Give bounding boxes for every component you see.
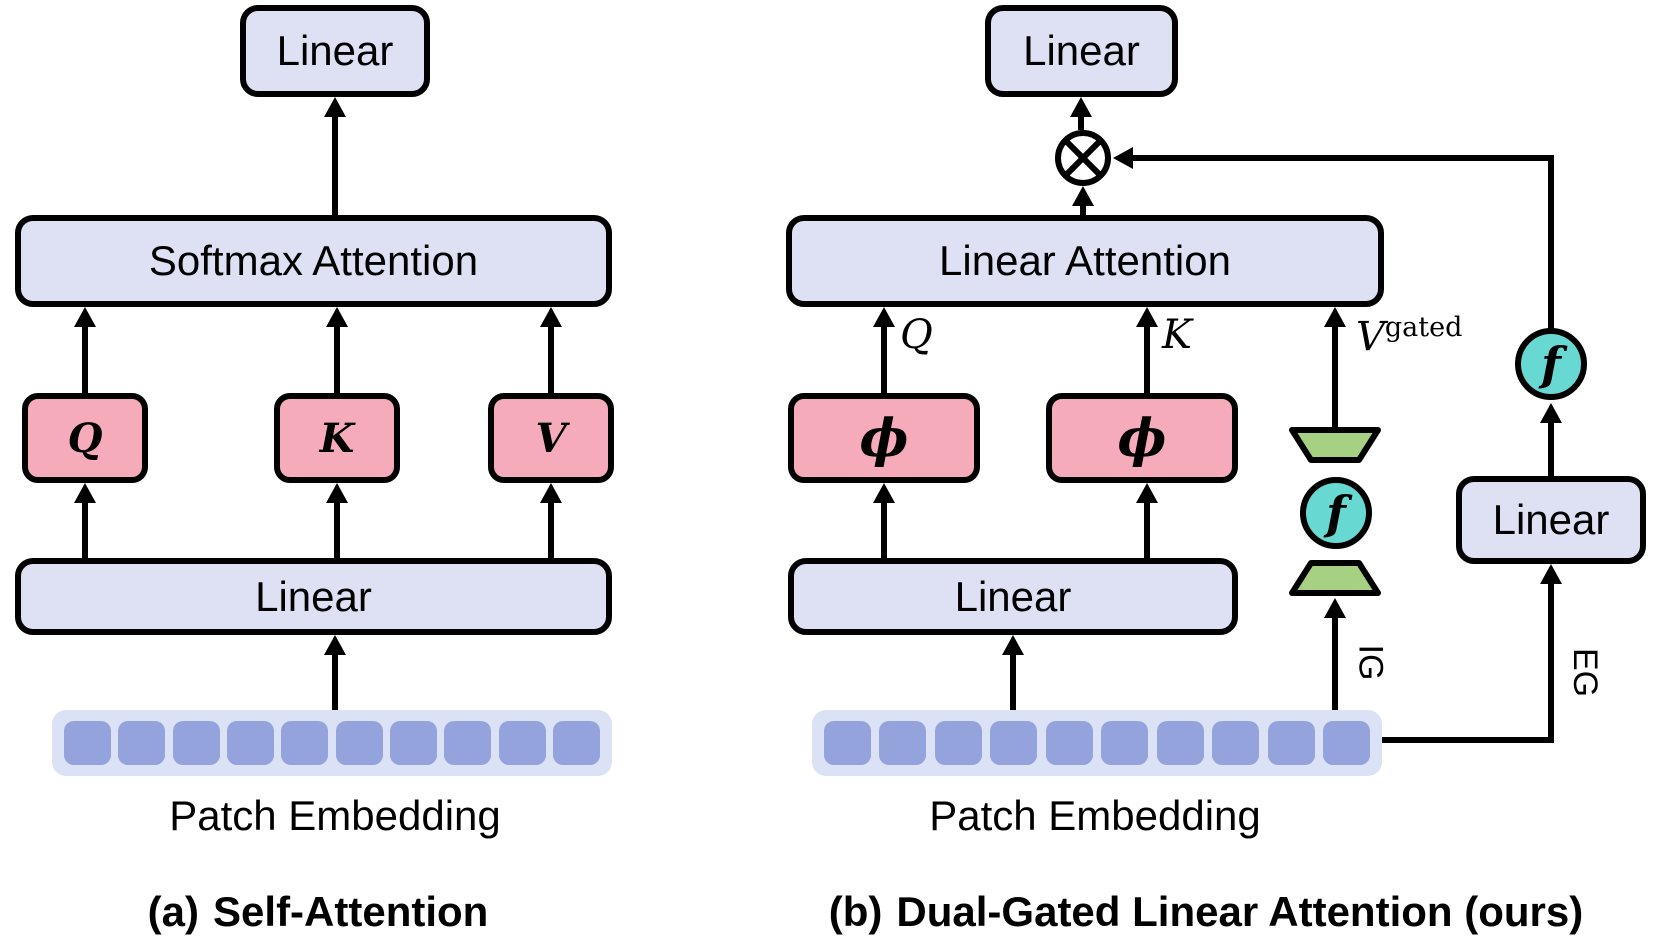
arrow-b-vgated-to-attention <box>1324 307 1346 427</box>
panel-a-patch-embedding-label: Patch Embedding <box>169 792 501 839</box>
arrow-b-multiply-to-linear <box>1070 97 1092 130</box>
panel-b-linear-attention-box: Linear Attention <box>786 215 1384 307</box>
panel-b-patch-embedding-bar <box>812 710 1382 776</box>
panel-b-bottom-linear-box: Linear <box>788 558 1238 635</box>
line-b-gate-elbow-vertical <box>1548 155 1554 330</box>
panel-a-q-label: Q <box>67 414 103 462</box>
panel-b-k-arrow-label: K <box>1162 312 1192 358</box>
arrow-a-linear-to-k <box>326 483 348 558</box>
panel-b-ig-label: IG <box>1351 644 1390 681</box>
patch-square <box>934 721 982 765</box>
multiply-icon <box>1055 130 1111 186</box>
arrow-b-phi1-to-attention <box>873 307 895 395</box>
panel-b-top-linear-box: Linear <box>985 5 1178 97</box>
patch-square <box>1101 721 1149 765</box>
patch-square <box>1322 721 1370 765</box>
patch-square <box>172 721 220 765</box>
patch-square <box>1156 721 1204 765</box>
panel-b-vgated-base: V <box>1356 314 1385 361</box>
panel-b-q-arrow-label: Q <box>900 312 933 358</box>
patch-square <box>281 721 329 765</box>
panel-a-top-linear-box: Linear <box>240 5 430 97</box>
line-b-eg-horizontal <box>1382 737 1554 743</box>
panel-b-gate-linear-label: Linear <box>1492 496 1610 543</box>
panel-b-phi2-box: ϕ <box>1046 393 1238 483</box>
panel-a-k-label: K <box>319 414 355 462</box>
patch-square <box>389 721 437 765</box>
panel-a-patch-embedding-bar <box>52 710 612 776</box>
panel-a-v-label: V <box>535 414 567 462</box>
arrow-b-ig-path <box>1324 598 1346 710</box>
arrow-b-linear-to-phi2 <box>1136 483 1158 558</box>
arrow-b-eg-path <box>1540 564 1562 740</box>
panel-b-phi2-label: ϕ <box>1117 407 1167 469</box>
panel-b-eg-label: EG <box>1566 647 1605 698</box>
panel-b-phi1-label: ϕ <box>859 407 909 469</box>
arrow-a-attention-to-linear <box>324 97 346 215</box>
patch-square <box>335 721 383 765</box>
gate-funnel-bottom-icon <box>1289 560 1381 596</box>
patch-square <box>1212 721 1260 765</box>
arrow-a-q-to-attention <box>74 307 96 393</box>
arrow-a-k-to-attention <box>326 307 348 393</box>
panel-b-caption-text: Dual-Gated Linear Attention (ours) <box>896 888 1584 935</box>
panel-a-bottom-linear-label: Linear <box>255 572 372 620</box>
patch-square <box>1267 721 1315 765</box>
panel-a-softmax-attention-box: Softmax Attention <box>15 215 612 307</box>
panel-b-phi1-box: ϕ <box>788 393 980 483</box>
patch-square <box>879 721 927 765</box>
arrow-b-gate-linear-to-f <box>1540 403 1562 476</box>
gate-funnel-top-icon <box>1289 427 1381 463</box>
patch-square <box>118 721 166 765</box>
arrow-b-gate-to-multiply <box>1113 147 1554 169</box>
panel-b-vgated-sup: gated <box>1384 312 1463 343</box>
panel-a-k-box: K <box>274 393 400 483</box>
panel-b-top-linear-label: Linear <box>1023 27 1140 74</box>
panel-a-caption-prefix: (a) <box>147 888 200 935</box>
panel-a-top-linear-label: Linear <box>276 27 394 74</box>
patch-square <box>444 721 492 765</box>
arrow-b-phi2-to-attention <box>1136 307 1158 395</box>
patch-square <box>990 721 1038 765</box>
panel-b-inner-gate-f-label: f <box>1326 486 1346 540</box>
arrow-b-linear-to-phi1 <box>873 483 895 558</box>
arrow-a-linear-to-q <box>74 483 96 558</box>
arrow-a-linear-to-v <box>540 483 562 558</box>
patch-square <box>226 721 274 765</box>
panel-b-bottom-linear-label: Linear <box>954 572 1072 620</box>
panel-b-outer-gate-f-circle: f <box>1515 328 1587 400</box>
panel-a-caption: (a) Self-Attention <box>148 888 489 936</box>
panel-a-v-box: V <box>488 393 614 483</box>
arrow-b-patch-to-linear <box>1002 635 1024 710</box>
arrow-a-patch-to-linear <box>324 635 346 710</box>
panel-a-softmax-attention-label: Softmax Attention <box>148 237 479 284</box>
panel-b-inner-gate-f-circle: f <box>1300 477 1372 549</box>
panel-a-q-box: Q <box>22 393 148 483</box>
patch-square <box>498 721 546 765</box>
panel-a-caption-text: Self-Attention <box>213 888 489 935</box>
panel-b-caption-prefix: (b) <box>828 888 883 935</box>
panel-b-patch-embedding-label: Patch Embedding <box>929 792 1261 839</box>
patch-square <box>824 721 871 765</box>
patch-square <box>1045 721 1093 765</box>
panel-b-linear-attention-label: Linear Attention <box>939 237 1231 284</box>
panel-b-gate-linear-box: Linear <box>1456 476 1646 564</box>
panel-a-bottom-linear-box: Linear <box>15 558 612 635</box>
arrow-b-attention-to-multiply <box>1072 186 1094 215</box>
panel-b-outer-gate-f-label: f <box>1541 337 1561 391</box>
patch-square <box>64 721 111 765</box>
arrow-a-v-to-attention <box>540 307 562 393</box>
patch-square <box>552 721 600 765</box>
panel-b-caption: (b) Dual-Gated Linear Attention (ours) <box>829 888 1583 936</box>
panel-b-vgated-arrow-label: Vgated <box>1356 312 1462 360</box>
